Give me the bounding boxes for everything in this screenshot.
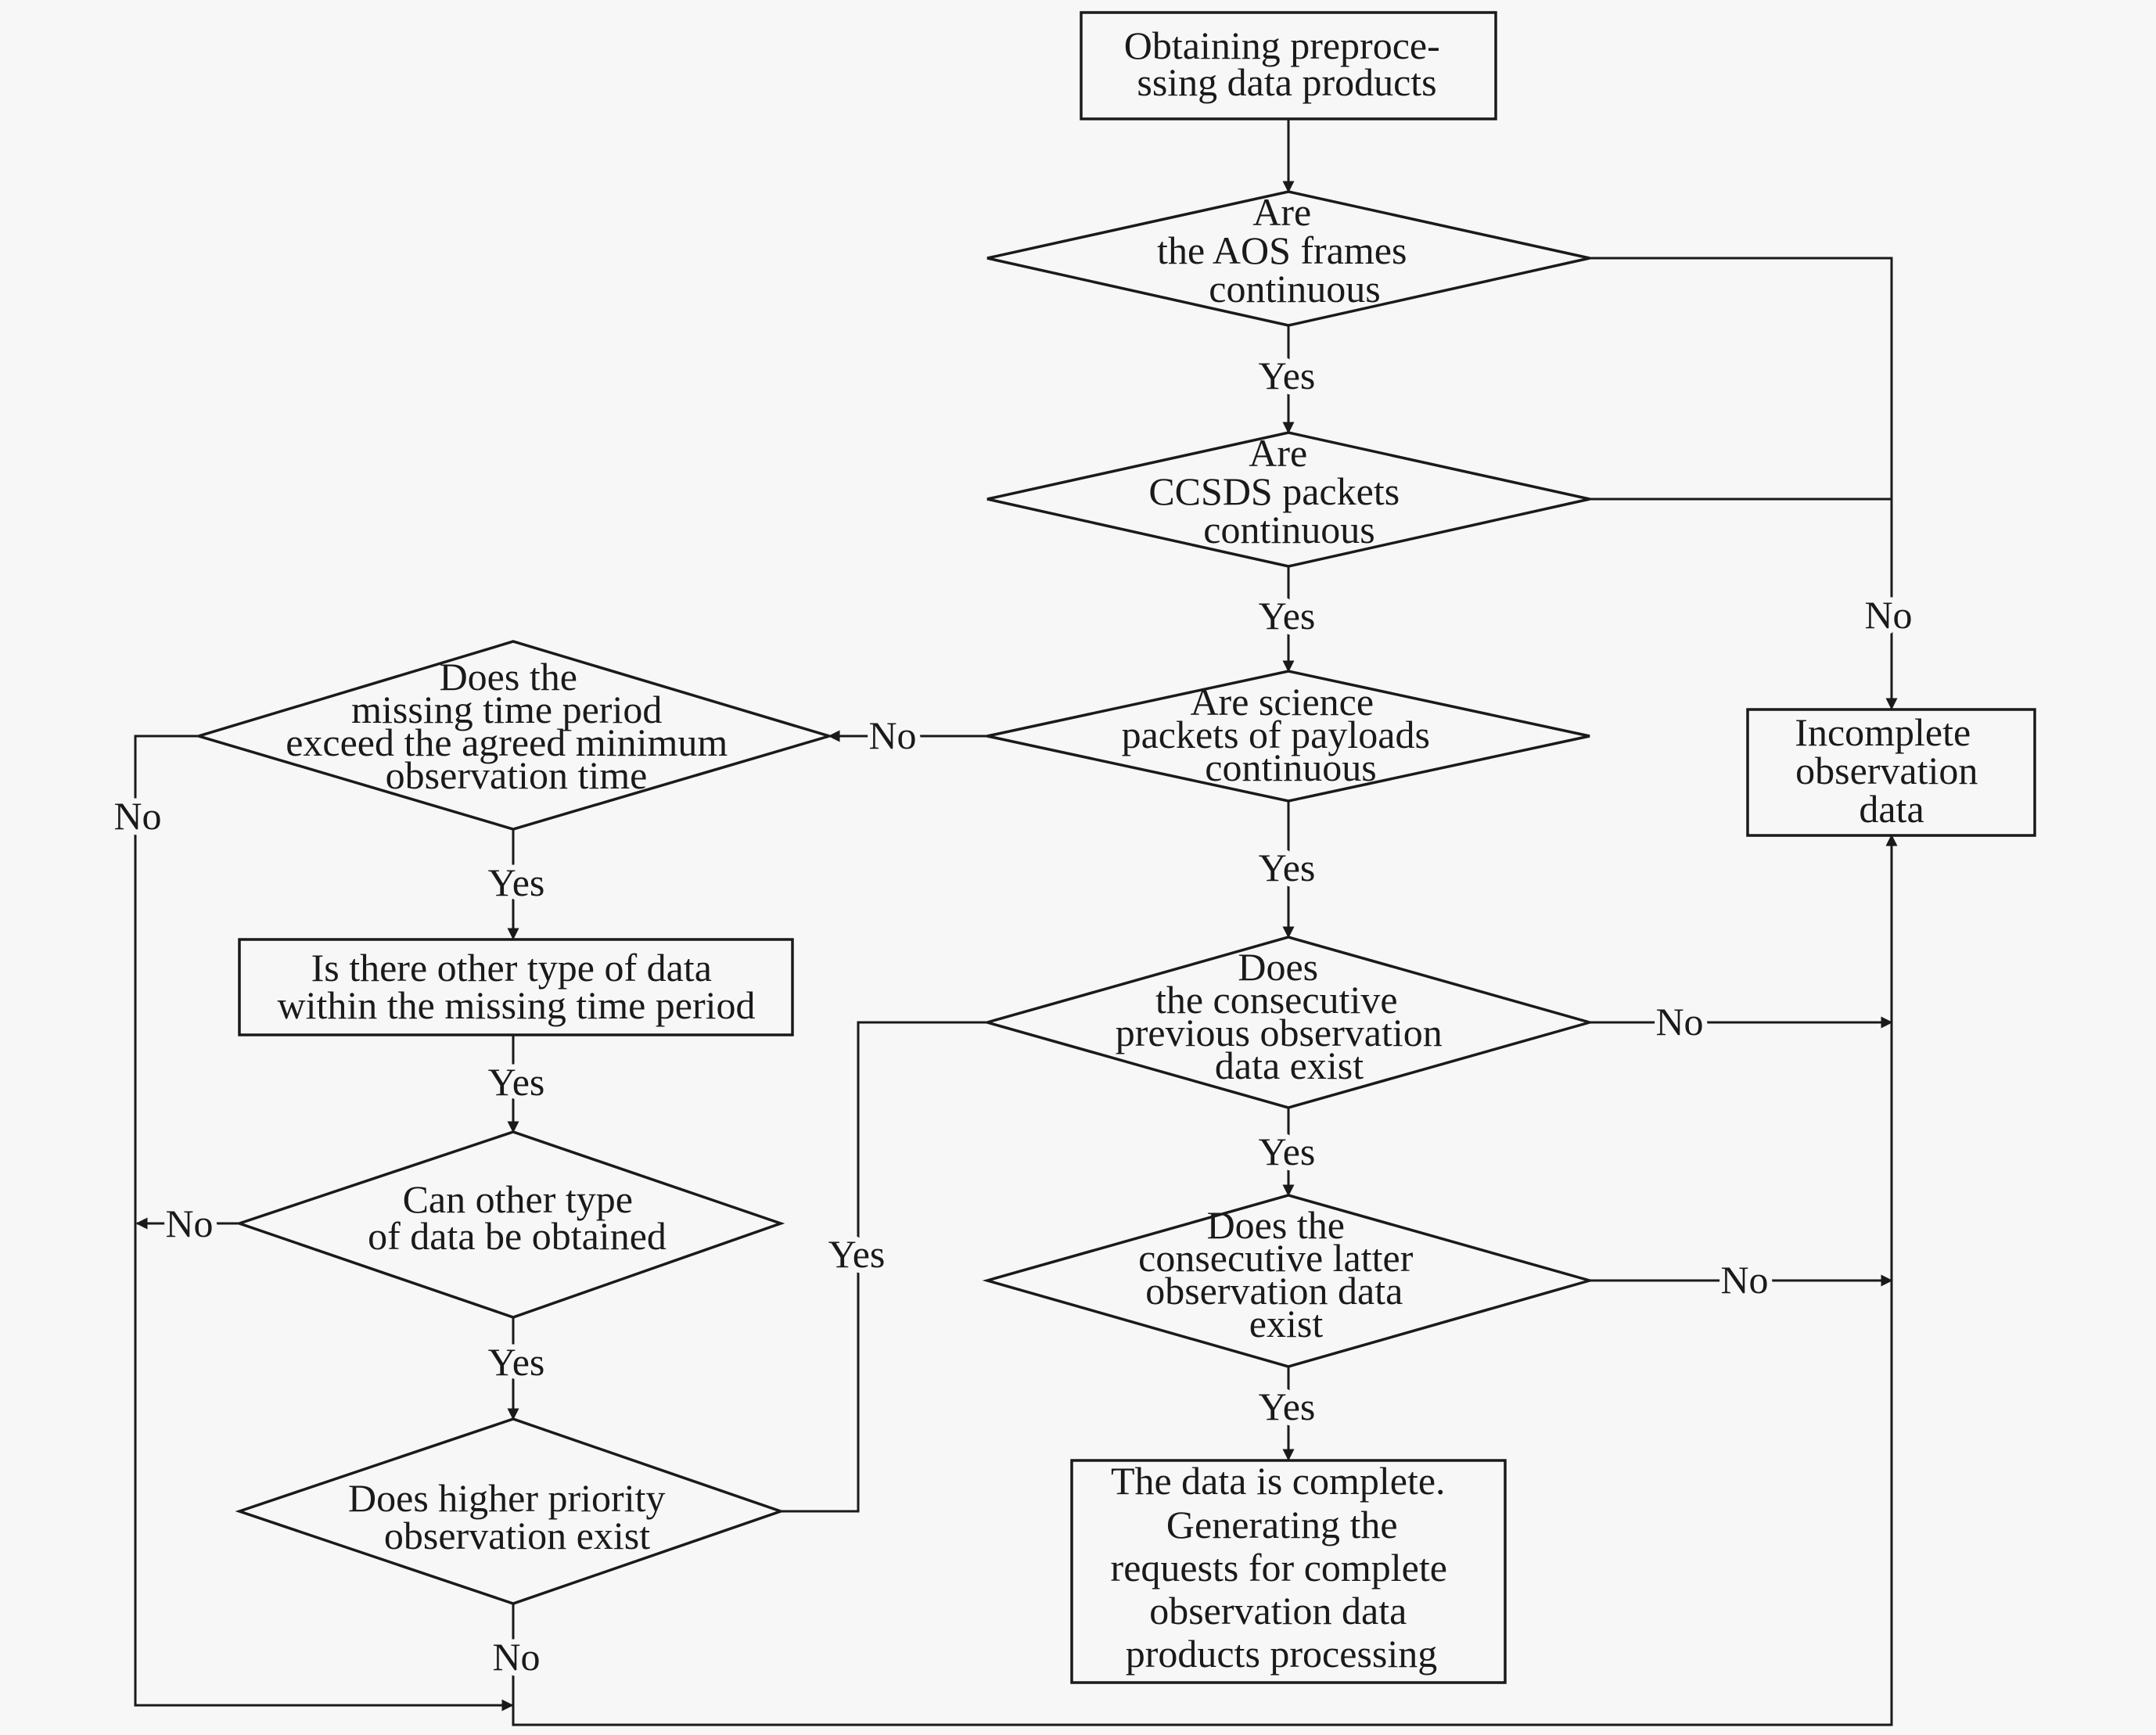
label-science-yes: Yes — [1259, 846, 1316, 889]
arrow-missing-no — [134, 735, 514, 1712]
higher-priority-text: Does higher priority observation exist — [348, 1476, 675, 1557]
start-text: Obtaining preproce- ssing data products — [1124, 23, 1450, 104]
complete-box — [1070, 1459, 1507, 1684]
label-science-no: No — [868, 713, 916, 757]
connectors — [134, 119, 1898, 1726]
label-higher-yes: Yes — [828, 1232, 886, 1276]
connector-labels: Yes Yes No No Yes Yes No Yes No Yes Yes … — [108, 348, 1917, 1684]
label-aos-yes: Yes — [1259, 354, 1316, 397]
previous-data-decision — [982, 936, 1595, 1109]
can-obtain-decision — [235, 1130, 785, 1319]
label-latter-no: No — [1720, 1258, 1768, 1302]
can-obtain-text: Can other type of data be obtained — [368, 1177, 667, 1258]
higher-priority-decision — [235, 1417, 785, 1605]
label-higher-no: No — [492, 1635, 540, 1679]
start-box — [1080, 11, 1497, 120]
label-other-yes: Yes — [488, 1060, 545, 1104]
missing-time-decision — [193, 640, 835, 831]
science-decision — [986, 670, 1590, 803]
label-can-no: No — [165, 1202, 213, 1245]
label-previous-no: No — [1655, 1000, 1703, 1044]
label-latter-yes: Yes — [1259, 1385, 1316, 1428]
label-ccsds-yes: Yes — [1259, 594, 1316, 638]
label-missing-yes: Yes — [488, 860, 545, 904]
latter-data-decision — [982, 1194, 1595, 1368]
aos-decision — [986, 190, 1590, 327]
shapes — [193, 11, 2036, 1684]
latter-data-text: Does the consecutive latter observation … — [1138, 1203, 1423, 1345]
label-missing-no: No — [113, 794, 161, 838]
incomplete-text: Incomplete observation data — [1795, 710, 1988, 831]
science-text: Are science packets of payloads continuo… — [1122, 680, 1440, 789]
other-type-box — [238, 938, 794, 1036]
line-higher-yes — [781, 1021, 987, 1513]
incomplete-box — [1746, 708, 2036, 837]
node-texts: Obtaining preproce- ssing data products … — [277, 23, 1988, 1676]
label-previous-yes: Yes — [1259, 1130, 1316, 1173]
ccsds-text: Are CCSDS packets continuous — [1148, 431, 1409, 551]
ccsds-decision — [986, 431, 1590, 568]
other-type-text: Is there other type of data within the m… — [277, 946, 755, 1027]
complete-text: The data is complete. Generating the req… — [1111, 1459, 1457, 1676]
previous-data-text: Does the consecutive previous observatio… — [1116, 945, 1452, 1087]
aos-text: Are the AOS frames continuous — [1157, 190, 1417, 311]
arrow-aos-no — [1590, 257, 1898, 710]
label-right-no: No — [1864, 593, 1912, 637]
label-can-yes: Yes — [488, 1340, 545, 1384]
missing-time-text: Does the missing time period exceed the … — [286, 655, 738, 797]
